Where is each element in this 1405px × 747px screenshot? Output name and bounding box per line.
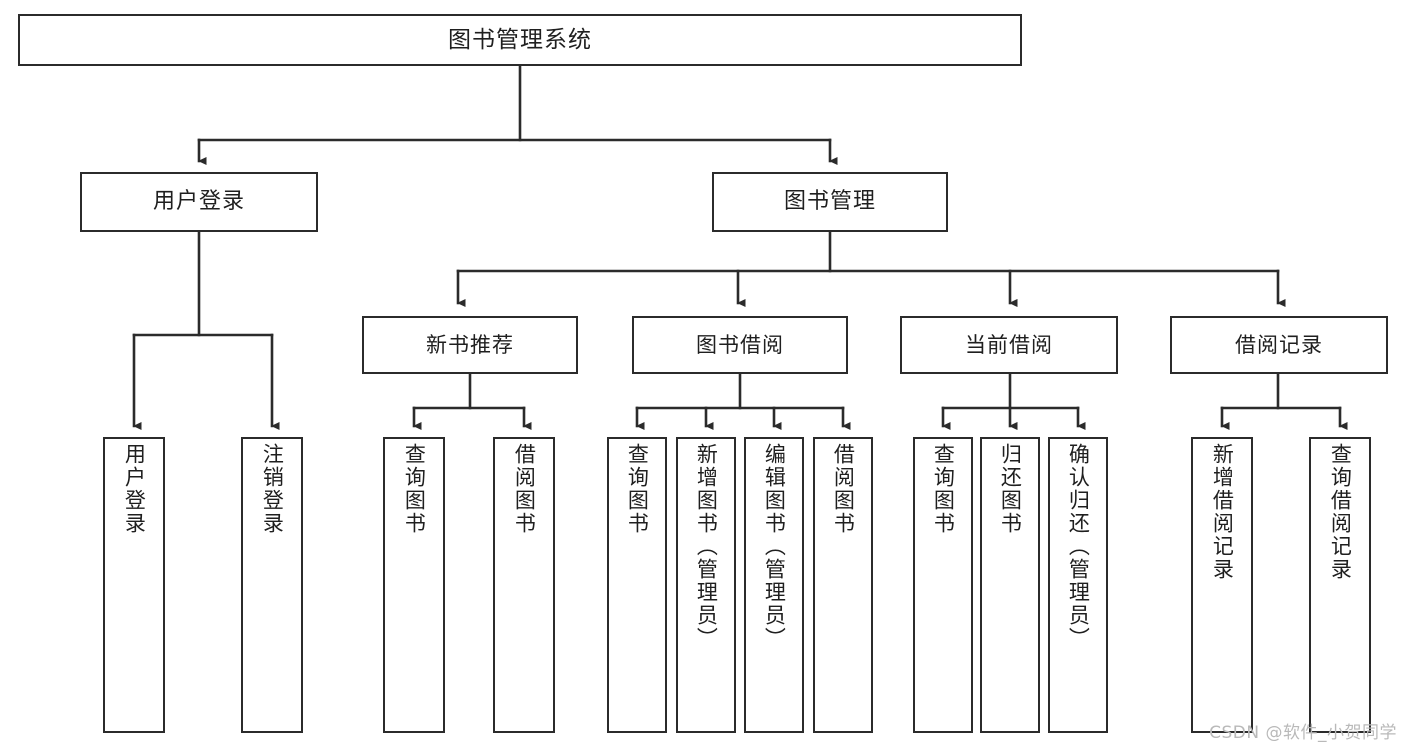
node-root-system[interactable]: 图书管理系统 — [18, 14, 1022, 66]
node-book-management-label: 图书管理 — [783, 189, 876, 215]
leaf-new-book-query-book-label: 查询图书 — [402, 443, 427, 535]
node-borrow-record-label: 借阅记录 — [1235, 332, 1323, 357]
leaf-book-borrow-query-book[interactable]: 查询图书 — [607, 437, 667, 733]
leaf-new-book-borrow-book-label: 借阅图书 — [512, 443, 537, 535]
leaf-borrow-record-add-record-label: 新增借阅记录 — [1210, 443, 1235, 581]
node-book-borrow-label: 图书借阅 — [696, 332, 784, 357]
leaf-borrow-record-query-record-label: 查询借阅记录 — [1328, 443, 1353, 581]
leaf-new-book-borrow-book[interactable]: 借阅图书 — [493, 437, 555, 733]
leaf-user-login-login-label: 用户登录 — [122, 443, 147, 535]
leaf-current-borrow-query-book-label: 查询图书 — [931, 443, 956, 535]
leaf-borrow-record-query-record[interactable]: 查询借阅记录 — [1309, 437, 1371, 733]
leaf-current-borrow-confirm-return[interactable]: 确认归还（管理员） — [1048, 437, 1108, 733]
leaf-user-login-login[interactable]: 用户登录 — [103, 437, 165, 733]
node-root-system-label: 图书管理系统 — [448, 26, 592, 53]
leaf-book-borrow-query-book-label: 查询图书 — [625, 443, 650, 535]
leaf-current-borrow-confirm-return-label: 确认归还（管理员） — [1066, 443, 1091, 650]
leaf-borrow-record-add-record[interactable]: 新增借阅记录 — [1191, 437, 1253, 733]
node-book-borrow[interactable]: 图书借阅 — [632, 316, 848, 374]
node-new-book-recommend[interactable]: 新书推荐 — [362, 316, 578, 374]
node-new-book-recommend-label: 新书推荐 — [426, 332, 514, 357]
node-user-login-label: 用户登录 — [152, 189, 245, 215]
leaf-book-borrow-edit-book[interactable]: 编辑图书（管理员） — [744, 437, 804, 733]
leaf-user-login-logout[interactable]: 注销登录 — [241, 437, 303, 733]
node-user-login[interactable]: 用户登录 — [80, 172, 318, 232]
leaf-current-borrow-query-book[interactable]: 查询图书 — [913, 437, 973, 733]
leaf-current-borrow-return-book[interactable]: 归还图书 — [980, 437, 1040, 733]
leaf-new-book-query-book[interactable]: 查询图书 — [383, 437, 445, 733]
leaf-user-login-logout-label: 注销登录 — [260, 443, 285, 535]
leaf-book-borrow-borrow-book[interactable]: 借阅图书 — [813, 437, 873, 733]
leaf-book-borrow-edit-book-label: 编辑图书（管理员） — [762, 443, 787, 650]
node-current-borrow-label: 当前借阅 — [965, 332, 1053, 357]
leaf-current-borrow-return-book-label: 归还图书 — [998, 443, 1023, 535]
leaf-book-borrow-add-book-label: 新增图书（管理员） — [694, 443, 719, 650]
leaf-book-borrow-add-book[interactable]: 新增图书（管理员） — [676, 437, 736, 733]
node-book-management[interactable]: 图书管理 — [712, 172, 948, 232]
leaf-book-borrow-borrow-book-label: 借阅图书 — [831, 443, 856, 535]
node-current-borrow[interactable]: 当前借阅 — [900, 316, 1118, 374]
node-borrow-record[interactable]: 借阅记录 — [1170, 316, 1388, 374]
